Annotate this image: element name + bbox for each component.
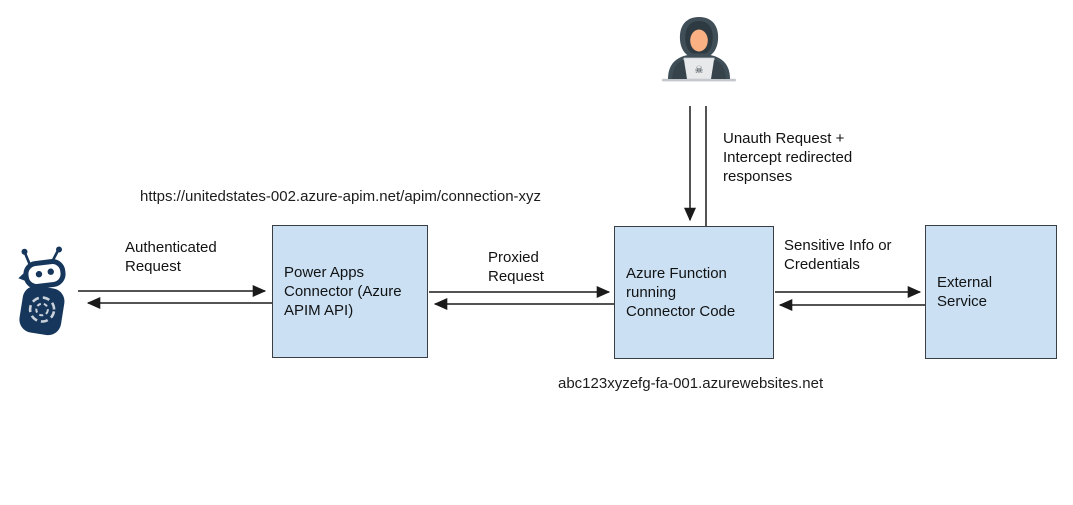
node-azure-function[interactable]: Azure Function running Connector Code [614, 226, 774, 359]
label-proxied-request: Proxied Request [488, 249, 544, 285]
node-label: Azure Function running Connector Code [626, 265, 736, 320]
hacker-face [690, 29, 708, 52]
hacker-left-arm [672, 60, 687, 79]
hacker-right-arm [711, 60, 726, 79]
node-label: External Service [937, 274, 993, 310]
label-authenticated-request: Authenticated Request [125, 239, 217, 275]
robot-icon [18, 246, 66, 336]
node-label: Power Apps Connector (Azure APIM API) [284, 264, 402, 319]
hacker-icon: ☠ [662, 17, 736, 82]
robot-body [19, 285, 65, 336]
label-sensitive-info: Sensitive Info or Credentials [784, 237, 892, 273]
robot-antennae [21, 246, 62, 266]
robot-head [18, 259, 66, 289]
label-unauth-request: Unauth Request + Intercept redirected re… [723, 130, 853, 185]
skull-icon: ☠ [695, 65, 704, 76]
apim-url-label: https://unitedstates-002.azure-apim.net/… [140, 188, 542, 205]
desk-line [662, 78, 736, 82]
function-host-label: abc123xyzefg-fa-001.azurewebsites.net [558, 375, 824, 392]
node-power-apps-connector[interactable]: Power Apps Connector (Azure APIM API) [272, 225, 428, 358]
node-external-service[interactable]: External Service [925, 225, 1057, 359]
